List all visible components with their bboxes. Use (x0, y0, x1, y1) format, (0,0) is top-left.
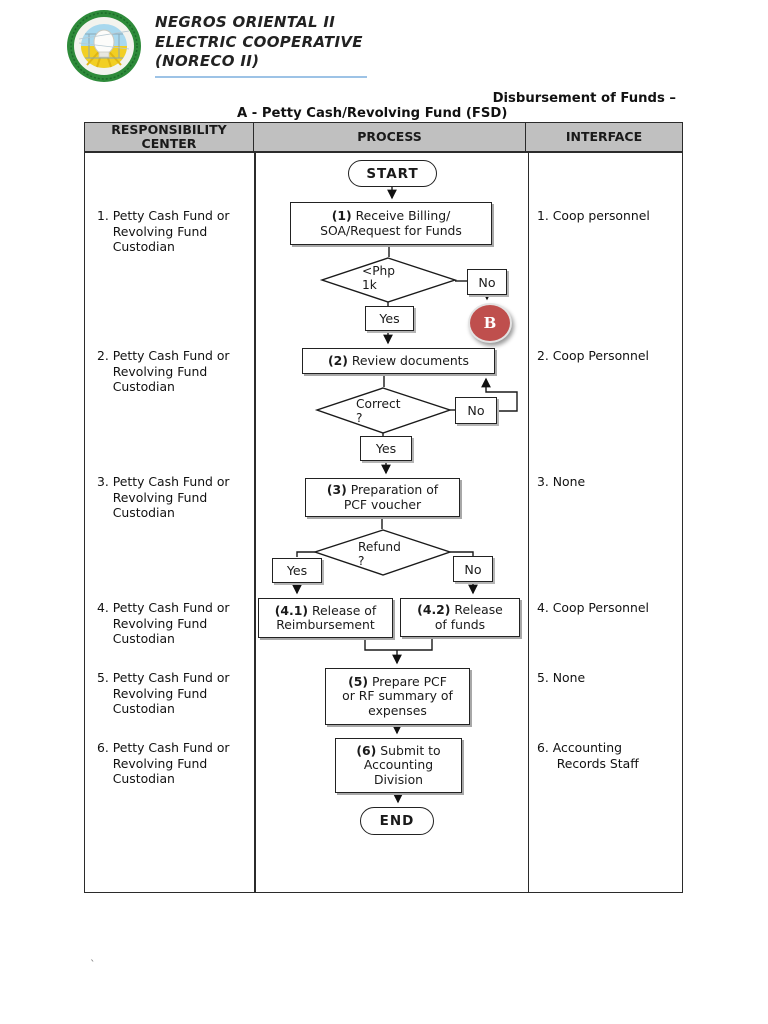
responsibility-item-1: 1. Petty Cash Fund or Revolving Fund Cus… (97, 208, 230, 254)
step-4-1-number: (4.1) (274, 602, 309, 618)
step-6-box: (6) Submit to Accounting Division (335, 738, 462, 793)
decision-refund-label: Refund ? (358, 540, 401, 568)
no-label-1: No (467, 269, 507, 295)
start-terminal: START (348, 160, 437, 187)
step-2-label: Review documents (347, 352, 469, 368)
interface-item-2: 2. Coop Personnel (537, 348, 649, 363)
step-4-2-box: (4.2) Release of funds (400, 598, 520, 637)
step-1-label: Receive Billing/ SOA/Request for Funds (320, 208, 462, 238)
responsibility-item-4: 4. Petty Cash Fund or Revolving Fund Cus… (97, 600, 230, 646)
interface-item-1: 1. Coop personnel (537, 208, 650, 223)
step-3-number: (3) (326, 482, 347, 497)
no-label-2: No (455, 397, 497, 424)
decision-php1k-diamond (319, 257, 458, 303)
step-5-number: (5) (348, 673, 369, 689)
step-4-1-box: (4.1) Release of Reimbursement (258, 598, 393, 638)
step-3-label: Preparation of PCF voucher (343, 482, 439, 512)
stray-mark: ` (90, 958, 96, 971)
step-2-box: (2) Review documents (302, 348, 495, 374)
end-terminal: END (360, 807, 434, 835)
doc-title-line2: A - Petty Cash/Revolving Fund (FSD) (237, 106, 508, 121)
header-interface: INTERFACE (526, 123, 682, 151)
header-responsibility-center: RESPONSIBILITY CENTER (85, 123, 254, 151)
step-3-box: (3) Preparation of PCF voucher (305, 478, 460, 517)
step-5-box: (5) Prepare PCF or RF summary of expense… (325, 668, 470, 725)
interface-item-6: 6. Accounting Records Staff (537, 740, 639, 771)
interface-item-5: 5. None (537, 670, 586, 685)
column-divider (254, 153, 256, 892)
company-name: NEGROS ORIENTAL II ELECTRIC COOPERATIVE … (155, 13, 363, 70)
step-4-2-number: (4.2) (417, 602, 451, 617)
step-1-box: (1) Receive Billing/ SOA/Request for Fun… (290, 202, 492, 245)
interface-item-3: 3. None (537, 474, 586, 489)
step-2-number: (2) (327, 352, 348, 368)
step-5-label: Prepare PCF or RF summary of expenses (342, 673, 453, 718)
decision-correct-diamond (314, 387, 453, 434)
step-4-2-label: Release of funds (434, 602, 503, 632)
no-label-3: No (453, 556, 493, 582)
step-1-number: (1) (331, 208, 352, 223)
header-process: PROCESS (254, 123, 526, 151)
responsibility-item-5: 5. Petty Cash Fund or Revolving Fund Cus… (97, 670, 230, 716)
responsibility-item-2: 2. Petty Cash Fund or Revolving Fund Cus… (97, 348, 230, 394)
responsibility-item-6: 6. Petty Cash Fund or Revolving Fund Cus… (97, 740, 230, 786)
column-divider (527, 153, 529, 892)
noreco-logo-icon (67, 10, 141, 82)
table-header-row: RESPONSIBILITY CENTER PROCESS INTERFACE (85, 123, 682, 153)
yes-label-3: Yes (272, 558, 322, 583)
step-6-label: Submit to Accounting Division (363, 742, 441, 787)
decision-correct-label: Correct ? (356, 397, 401, 425)
step-6-number: (6) (356, 742, 377, 758)
decision-refund-diamond (312, 529, 453, 576)
yes-label-1: Yes (365, 306, 414, 331)
yes-label-2: Yes (360, 436, 412, 461)
header-underline (155, 76, 367, 78)
decision-php1k-label: <Php 1k (362, 264, 396, 292)
process-table: RESPONSIBILITY CENTER PROCESS INTERFACE … (84, 122, 683, 893)
offpage-connector-b: B (468, 303, 512, 343)
doc-title-line1: Disbursement of Funds – (492, 91, 676, 106)
step-4-1-label: Release of Reimbursement (276, 602, 377, 632)
interface-item-4: 4. Coop Personnel (537, 600, 649, 615)
responsibility-item-3: 3. Petty Cash Fund or Revolving Fund Cus… (97, 474, 230, 520)
